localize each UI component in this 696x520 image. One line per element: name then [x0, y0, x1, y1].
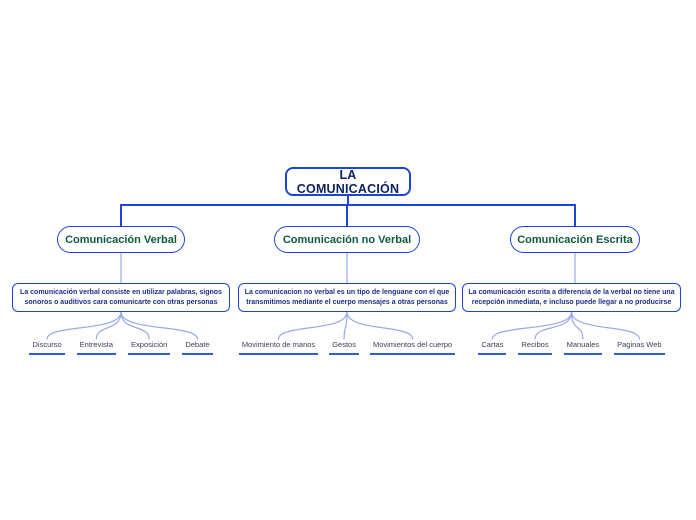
leaf-node[interactable]: Recibos	[518, 340, 552, 355]
branch-node-escrita[interactable]: Comunicación Escrita	[510, 226, 640, 253]
leaf-row-verbal: Discurso Entrevista Exposición Debate	[12, 340, 230, 355]
branch-node-label: Comunicación Escrita	[517, 233, 633, 246]
leaf-node[interactable]: Movimiento de manos	[238, 340, 319, 355]
leaf-node[interactable]: Gestos	[329, 340, 359, 355]
description-node-verbal[interactable]: La comunicación verbal consiste en utili…	[12, 283, 230, 312]
description-line: transmitimos mediante el cuerpo mensajes…	[246, 298, 448, 306]
branch-node-label: Comunicación Verbal	[65, 233, 177, 246]
description-line: La comunicacion no verbal es un tipo de …	[244, 288, 450, 296]
description-line: sonoros o auditivos cara comunicarte con…	[24, 298, 218, 306]
leaf-node[interactable]: Discurso	[29, 340, 65, 355]
leaf-node[interactable]: Debate	[182, 340, 213, 355]
leaf-node[interactable]: Entrevista	[76, 340, 117, 355]
branch-node-verbal[interactable]: Comunicación Verbal	[57, 226, 185, 253]
leaf-node[interactable]: Movimientos del cuerpo	[369, 340, 456, 355]
branch-node-no-verbal[interactable]: Comunicación no Verbal	[274, 226, 420, 253]
description-line: La comunicación verbal consiste en utili…	[20, 288, 222, 296]
description-line: La comunicación escrita a diferencia de …	[468, 288, 675, 296]
root-node-label: LA COMUNICACIÓN	[296, 167, 400, 196]
leaf-node[interactable]: Paginas Web	[614, 340, 665, 355]
leaf-row-no-verbal: Movimiento de manos Gestos Movimientos del…	[238, 340, 456, 355]
root-node[interactable]: LA COMUNICACIÓN	[285, 167, 411, 196]
leaf-node[interactable]: Manuales	[563, 340, 603, 355]
description-line: recepción inmediata, e incluso puede lle…	[471, 298, 672, 306]
branch-node-label: Comunicación no Verbal	[282, 233, 412, 246]
description-node-no-verbal[interactable]: La comunicacion no verbal es un tipo de …	[238, 283, 456, 312]
leaf-node[interactable]: Cartas	[478, 340, 507, 355]
leaf-node[interactable]: Exposición	[128, 340, 171, 355]
leaf-row-escrita: Cartas Recibos Manuales Paginas Web	[462, 340, 681, 355]
description-node-escrita[interactable]: La comunicación escrita a diferencia de …	[462, 283, 681, 312]
